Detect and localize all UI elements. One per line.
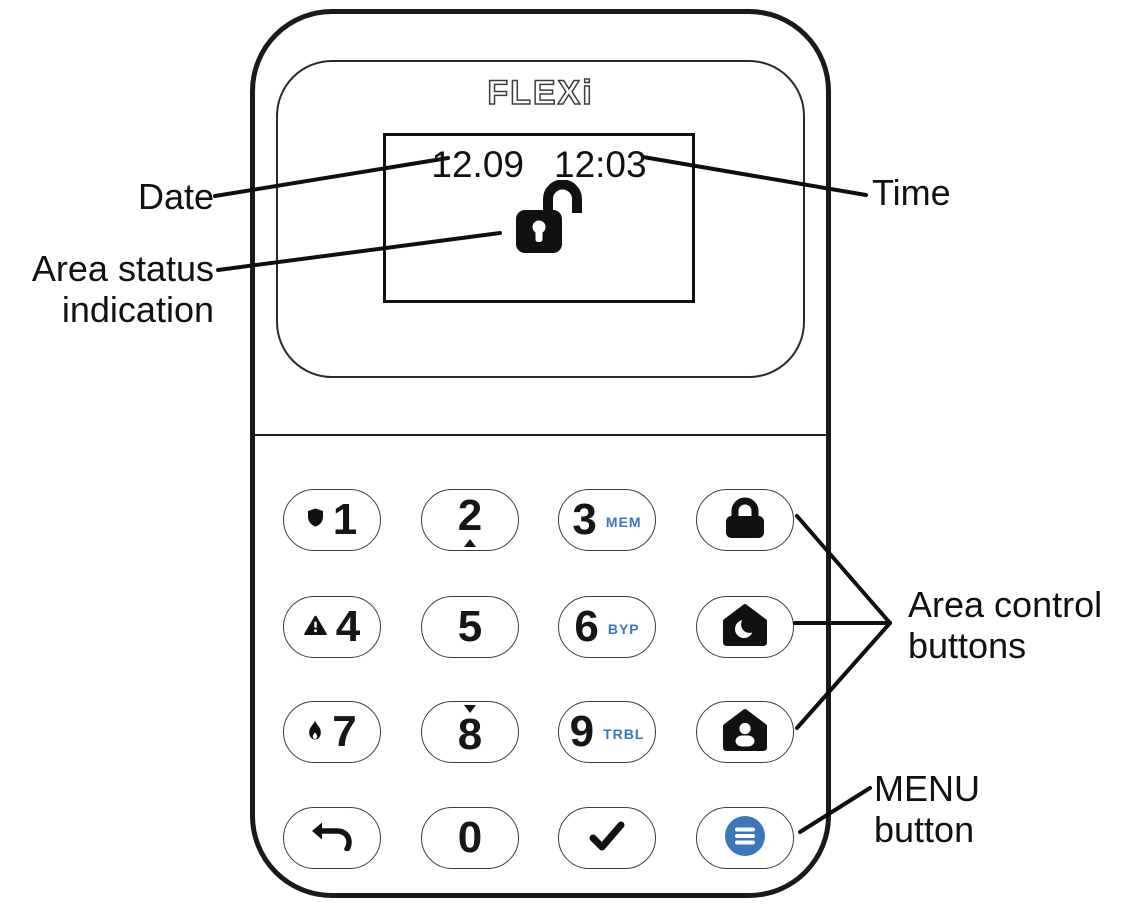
key-label: 1: [332, 495, 358, 544]
key-label: 8: [457, 710, 483, 759]
back-arrow-icon: [311, 821, 353, 856]
date-label: Date: [137, 176, 214, 217]
key-label: 3: [572, 495, 597, 544]
key-4-button[interactable]: 4: [283, 596, 381, 658]
arm-night-button[interactable]: [696, 596, 794, 658]
unlocked-padlock-icon: [515, 179, 591, 259]
area-status-label: Area status indication: [0, 248, 214, 331]
flexi-keypad-device: FLEXi 12.09 12:03 1 2: [250, 9, 831, 898]
menu-label: MENU button: [874, 768, 980, 851]
key-7-button[interactable]: 7: [283, 701, 381, 763]
display-date: 12.09: [431, 144, 524, 185]
key-5-button[interactable]: 5: [421, 596, 519, 658]
area-status-label-line1: Area status: [31, 248, 214, 289]
key-sublabel: MEM: [605, 514, 642, 530]
display-time: 12:03: [554, 144, 647, 185]
fire-icon: [307, 720, 323, 745]
key-label: 2: [457, 491, 483, 540]
triangle-down-icon: [464, 705, 476, 713]
key-label: 4: [335, 602, 361, 651]
menu-label-line2: button: [874, 809, 975, 851]
key-9-button[interactable]: 9 TRBL: [558, 701, 656, 763]
stay-home-icon: [721, 708, 769, 757]
warning-icon: [304, 615, 327, 640]
area-control-label-line1: Area control: [908, 584, 1103, 625]
display-bezel: [276, 60, 805, 378]
shield-icon: [307, 508, 324, 532]
night-home-icon: [721, 603, 769, 652]
time-label: Time: [872, 172, 951, 213]
menu-icon: [724, 815, 766, 862]
key-label: 9: [569, 707, 595, 756]
area-control-label-line2: buttons: [908, 625, 1027, 667]
key-0-button[interactable]: 0: [421, 807, 519, 869]
arm-stay-button[interactable]: [696, 701, 794, 763]
area-control-label: Area control buttons: [908, 584, 1102, 667]
key-label: 6: [574, 602, 599, 651]
triangle-up-icon: [464, 539, 476, 547]
arm-away-button[interactable]: [696, 489, 794, 551]
key-1-button[interactable]: 1: [283, 489, 381, 551]
lcd-display: 12.09 12:03: [383, 133, 695, 303]
key-sublabel: TRBL: [603, 726, 645, 742]
brand-logo: FLEXi: [487, 73, 594, 113]
key-6-button[interactable]: 6 BYP: [558, 596, 656, 658]
check-icon: [589, 821, 625, 856]
area-status-label-line2: indication: [61, 289, 214, 331]
menu-button[interactable]: [696, 807, 794, 869]
key-2-button[interactable]: 2: [421, 489, 519, 551]
key-label: 0: [457, 813, 483, 862]
lock-icon: [721, 497, 769, 544]
key-label: 7: [332, 707, 357, 756]
back-button[interactable]: [283, 807, 381, 869]
key-sublabel: BYP: [607, 621, 640, 637]
key-3-button[interactable]: 3 MEM: [558, 489, 656, 551]
ok-button[interactable]: [558, 807, 656, 869]
key-label: 5: [457, 602, 483, 651]
menu-label-line1: MENU: [874, 768, 980, 809]
panel-divider: [255, 434, 826, 436]
key-8-button[interactable]: 8: [421, 701, 519, 763]
